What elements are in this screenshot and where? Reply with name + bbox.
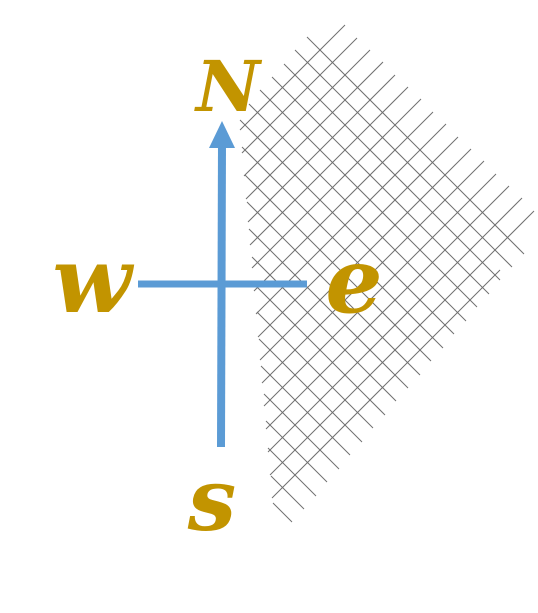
hatch-line <box>248 103 467 322</box>
hatch-line <box>249 86 409 246</box>
hatch-line <box>265 185 510 430</box>
hatch-line <box>306 36 525 255</box>
hatch-line <box>247 74 396 223</box>
hatch-line <box>241 146 444 349</box>
south-label: s <box>187 450 236 551</box>
hatch-line <box>246 201 421 376</box>
hatch-line <box>283 63 501 281</box>
hatch-line <box>294 49 513 268</box>
west-label: w <box>52 226 134 334</box>
crosshatch-region <box>239 24 535 523</box>
hatch-line <box>256 311 374 429</box>
hatch-line <box>253 283 386 416</box>
hatch-line <box>271 76 490 295</box>
hatch-line <box>243 49 371 177</box>
hatch-line <box>239 119 455 335</box>
hatch-line <box>263 393 340 470</box>
hatch-line <box>258 338 363 443</box>
compass-axes <box>138 121 307 448</box>
hatch-line <box>269 210 535 476</box>
hatch-line <box>259 89 478 308</box>
hatch-line <box>267 447 317 497</box>
hatch-line <box>244 174 432 362</box>
hatch-line <box>265 420 328 483</box>
hatch-line <box>257 136 459 338</box>
hatch-line <box>270 475 305 510</box>
hatch-line <box>253 111 434 292</box>
north-arrowhead <box>209 121 235 148</box>
vertical-axis <box>217 141 226 448</box>
hatch-line <box>251 98 422 269</box>
hatch-line <box>245 61 384 200</box>
hatch-line <box>271 269 501 499</box>
hatch-line <box>272 502 293 523</box>
east-label: e <box>325 228 382 334</box>
hatch-line <box>260 365 351 456</box>
hatch-line <box>248 228 409 389</box>
hatch-line <box>261 160 485 384</box>
hatch-line <box>241 37 358 154</box>
north-label: N <box>194 45 263 128</box>
